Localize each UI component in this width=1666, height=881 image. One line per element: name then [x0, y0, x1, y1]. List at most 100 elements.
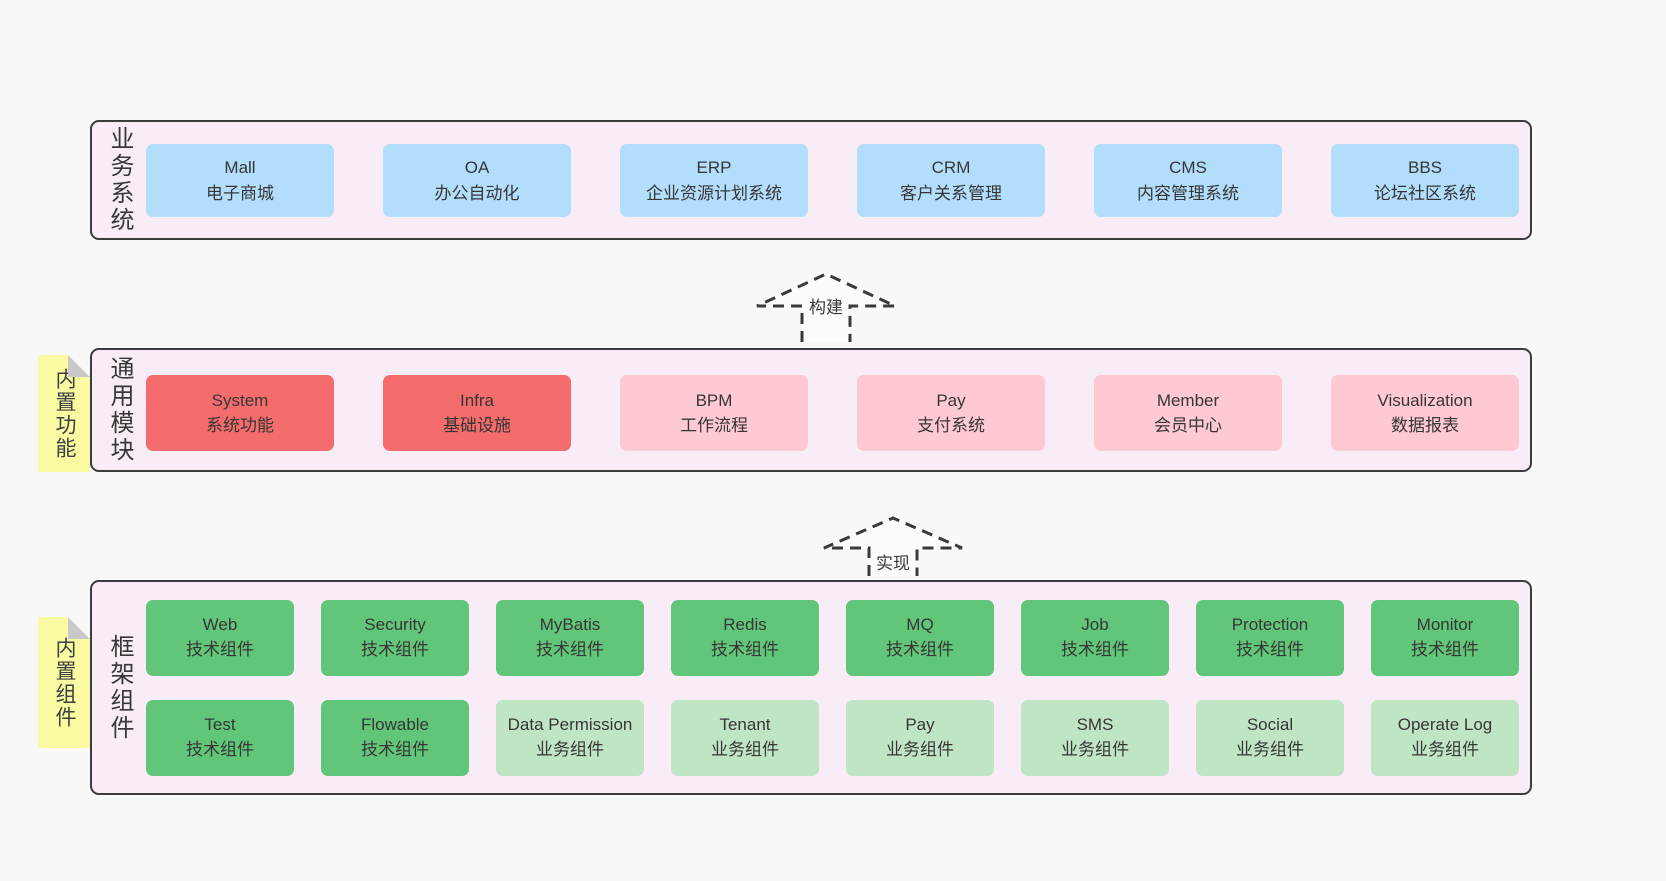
box-name: Mall [224, 158, 256, 177]
box-name: Monitor [1416, 615, 1474, 635]
box-name: MyBatis [539, 615, 601, 635]
box-visualization: Visualization 数据报表 [1331, 375, 1519, 451]
box-name: Pay [936, 390, 966, 410]
box-bpm: BPM 工作流程 [620, 375, 808, 451]
box-monitor: Monitor 技术组件 [1371, 600, 1519, 676]
box-system: System 系统功能 [146, 375, 334, 451]
note-label: 内置组件 [53, 636, 76, 729]
sticky-note-builtin-features: 内置功能 [38, 355, 90, 472]
panel-label-framework: 框架组件 [106, 633, 133, 742]
box-name: Security [364, 615, 426, 635]
box-name: Web [202, 615, 238, 635]
arrow-build: 构建 [753, 270, 899, 342]
dashed-up-arrow-icon [823, 516, 963, 576]
folded-corner-icon [68, 355, 90, 377]
box-desc: 技术组件 [1236, 640, 1304, 659]
box-name: Data Permission [507, 715, 633, 735]
box-desc: 技术组件 [186, 740, 254, 759]
arrow-label: 构建 [805, 292, 847, 319]
box-desc: 客户关系管理 [900, 183, 1002, 203]
box-oa: OA 办公自动化 [383, 144, 571, 217]
box-desc: 电子商城 [206, 183, 274, 203]
box-name: BPM [695, 390, 733, 410]
box-security: Security 技术组件 [321, 600, 469, 676]
box-desc: 内容管理系统 [1137, 183, 1239, 203]
box-name: ERP [696, 158, 732, 177]
box-erp: ERP 企业资源计划系统 [620, 144, 808, 217]
box-desc: 办公自动化 [434, 183, 520, 203]
panel-label-business: 业务系统 [106, 126, 133, 234]
box-test: Test 技术组件 [146, 700, 294, 776]
box-job: Job 技术组件 [1021, 600, 1169, 676]
box-desc: 业务组件 [886, 740, 954, 759]
box-desc: 论坛社区系统 [1374, 183, 1476, 203]
box-social: Social 业务组件 [1196, 700, 1344, 776]
box-web: Web 技术组件 [146, 600, 294, 676]
box-desc: 业务组件 [711, 740, 779, 759]
box-desc: 技术组件 [1411, 640, 1479, 659]
box-name: Operate Log [1397, 715, 1493, 735]
box-pay: Pay 支付系统 [857, 375, 1045, 451]
sticky-note-builtin-components: 内置组件 [38, 617, 90, 748]
box-desc: 技术组件 [711, 640, 779, 659]
box-desc: 数据报表 [1391, 416, 1459, 435]
panel-common-modules: 通用模块 System 系统功能 Infra 基础设施 BPM 工作流程 Pay… [90, 348, 1532, 472]
box-name: MQ [906, 615, 934, 635]
box-name: Tenant [719, 715, 771, 735]
box-mybatis: MyBatis 技术组件 [496, 600, 644, 676]
box-name: CRM [931, 158, 971, 177]
box-name: OA [464, 158, 490, 177]
panel-label-modules: 通用模块 [106, 356, 133, 464]
box-name: System [211, 390, 269, 410]
box-name: Member [1156, 390, 1220, 410]
box-name: Redis [723, 615, 767, 635]
box-desc: 业务组件 [1411, 740, 1479, 759]
box-desc: 业务组件 [1061, 740, 1129, 759]
box-desc: 支付系统 [917, 416, 985, 435]
arrow-implement: 实现 [820, 514, 966, 576]
box-desc: 技术组件 [186, 640, 254, 659]
box-desc: 技术组件 [886, 640, 954, 659]
box-desc: 技术组件 [361, 740, 429, 759]
panel-business-systems: 业务系统 Mall 电子商城 OA 办公自动化 ERP 企业资源计划系统 CRM… [90, 120, 1532, 240]
box-desc: 业务组件 [536, 740, 604, 759]
box-name: Protection [1231, 615, 1309, 635]
box-redis: Redis 技术组件 [671, 600, 819, 676]
framework-box-grid: Web 技术组件 Security 技术组件 MyBatis 技术组件 Redi… [146, 600, 1519, 776]
box-cms: CMS 内容管理系统 [1094, 144, 1282, 217]
box-desc: 企业资源计划系统 [646, 183, 782, 203]
box-protection: Protection 技术组件 [1196, 600, 1344, 676]
box-operate-log: Operate Log 业务组件 [1371, 700, 1519, 776]
box-name: Flowable [360, 715, 430, 735]
box-flowable: Flowable 技术组件 [321, 700, 469, 776]
panel-framework-components: 框架组件 Web 技术组件 Security 技术组件 MyBatis 技术组件… [90, 580, 1532, 795]
business-box-row: Mall 电子商城 OA 办公自动化 ERP 企业资源计划系统 CRM 客户关系… [146, 144, 1519, 217]
box-desc: 会员中心 [1154, 416, 1222, 435]
box-desc: 技术组件 [536, 640, 604, 659]
arrow-label: 实现 [872, 548, 914, 575]
box-crm: CRM 客户关系管理 [857, 144, 1045, 217]
box-pay-component: Pay 业务组件 [846, 700, 994, 776]
modules-box-row: System 系统功能 Infra 基础设施 BPM 工作流程 Pay 支付系统… [146, 375, 1519, 451]
box-name: Job [1081, 615, 1109, 635]
box-desc: 工作流程 [680, 416, 748, 435]
box-desc: 技术组件 [361, 640, 429, 659]
folded-corner-icon [68, 617, 90, 639]
box-data-permission: Data Permission 业务组件 [496, 700, 644, 776]
box-desc: 系统功能 [206, 416, 274, 435]
box-name: SMS [1076, 715, 1114, 735]
box-mall: Mall 电子商城 [146, 144, 334, 217]
box-name: Pay [905, 715, 935, 735]
box-member: Member 会员中心 [1094, 375, 1282, 451]
box-mq: MQ 技术组件 [846, 600, 994, 676]
box-name: Infra [459, 390, 495, 410]
box-name: Test [204, 715, 236, 735]
box-desc: 基础设施 [443, 416, 511, 435]
box-tenant: Tenant 业务组件 [671, 700, 819, 776]
box-name: CMS [1169, 158, 1207, 177]
box-sms: SMS 业务组件 [1021, 700, 1169, 776]
note-label: 内置功能 [53, 367, 76, 460]
box-bbs: BBS 论坛社区系统 [1331, 144, 1519, 217]
box-name: BBS [1407, 158, 1443, 177]
